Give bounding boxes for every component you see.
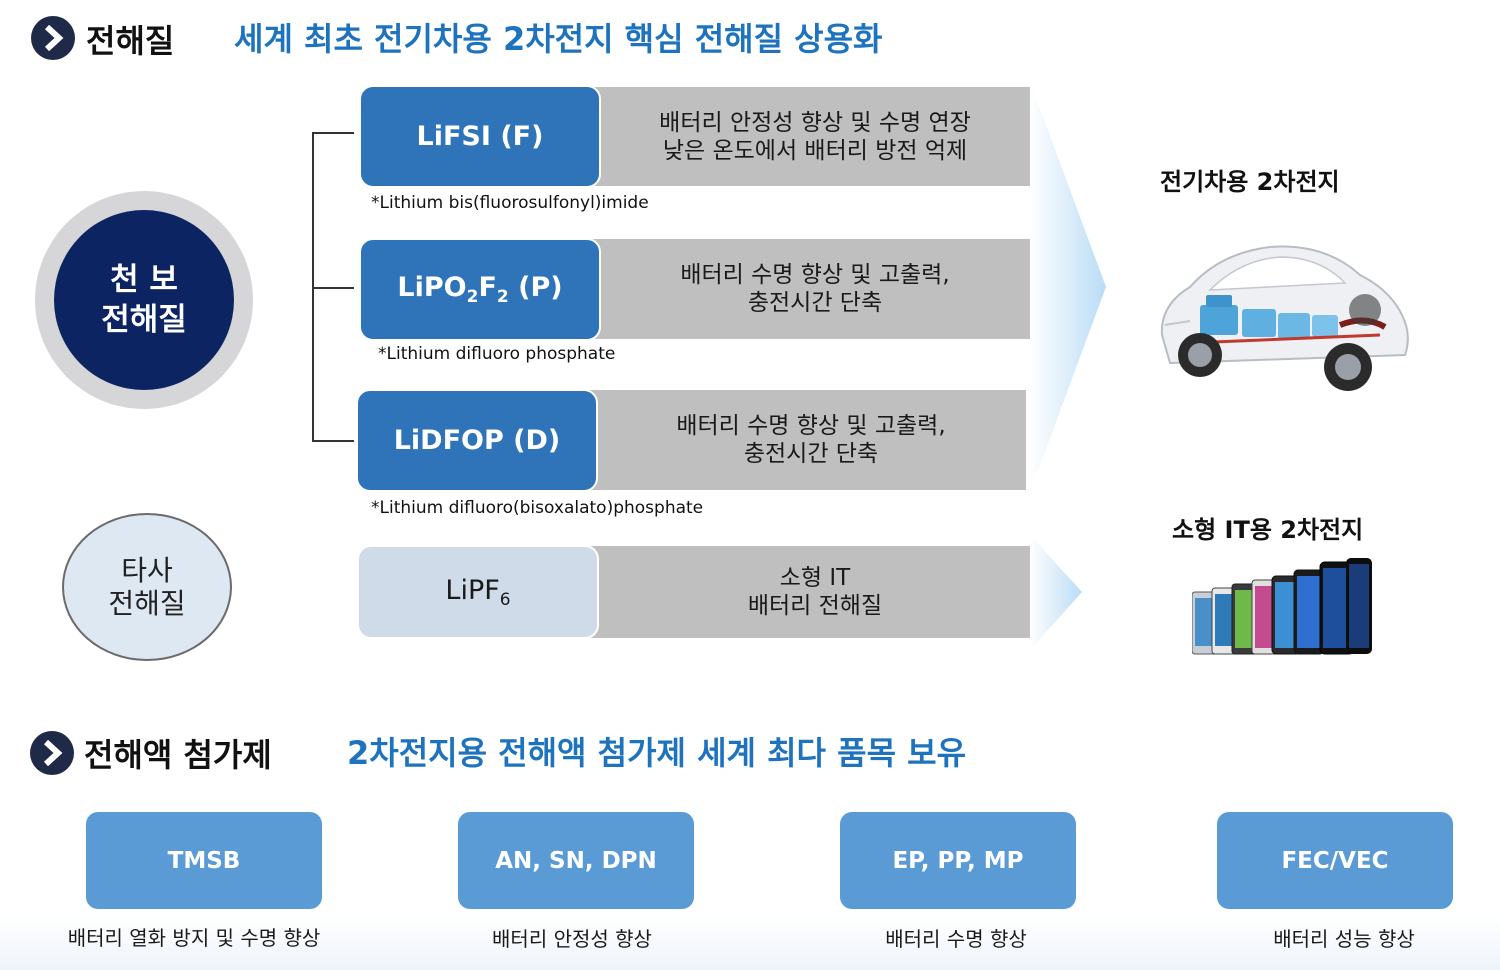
lipo2f2-product-box: LiPO2F2 (P)	[359, 238, 601, 341]
lidfop-description: 배터리 수명 향상 및 고출력, 충전시간 단축	[556, 390, 1026, 490]
bracket-branch-2	[312, 287, 354, 289]
ev-battery-label: 전기차용 2차전지	[1160, 168, 1340, 196]
lipo2f2-product-name: LiPO2F2 (P)	[397, 272, 563, 307]
lifsi-description: 배터리 안정성 향상 및 수명 연장 낮은 온도에서 배터리 방전 억제	[560, 87, 1030, 186]
chunbo-label-line2: 전해질	[101, 302, 187, 338]
lipo2f2-desc-line1: 배터리 수명 향상 및 고출력,	[680, 262, 950, 288]
lipf6-product-name: LiPF6	[445, 574, 511, 610]
other-electrolyte-oval: 타사 전해질	[62, 513, 232, 661]
additive-desc-nitriles: 배터리 안정성 향상	[492, 927, 652, 951]
lifsi-desc-line2: 낮은 온도에서 배터리 방전 억제	[662, 137, 968, 164]
lidfop-product-name: LiDFOP (D)	[393, 425, 561, 456]
section-title-additives: 전해액 첨가제	[84, 736, 272, 774]
chunbo-label-line1: 천 보	[110, 262, 178, 298]
additive-name: TMSB	[167, 847, 241, 874]
other-label-line1: 타사	[121, 554, 173, 587]
lidfop-product-box: LiDFOP (D)	[356, 389, 598, 492]
additive-desc-carbonates: 배터리 성능 향상	[1273, 927, 1415, 951]
bracket-branch-3	[312, 440, 354, 442]
lipf6-desc-line1: 소형 IT	[779, 565, 851, 591]
additive-box-esters: EP, PP, MP	[840, 812, 1076, 909]
additive-desc-esters: 배터리 수명 향상	[885, 927, 1027, 951]
additive-box-tmsb: TMSB	[86, 812, 322, 909]
lipo2f2-chemical-note: *Lithium difluoro phosphate	[378, 344, 616, 364]
electric-car-image	[1160, 245, 1409, 391]
other-label-line2: 전해질	[108, 587, 186, 620]
lipf6-desc-line2: 배터리 전해질	[747, 593, 883, 619]
bottom-gradient-band	[0, 915, 1500, 970]
lipo2f2-desc-line2: 충전시간 단축	[747, 290, 883, 316]
additive-name: FEC/VEC	[1281, 847, 1389, 874]
additive-name: AN, SN, DPN	[495, 847, 657, 874]
section-title-electrolyte: 전해질	[86, 22, 175, 60]
lidfop-desc-line2: 충전시간 단축	[743, 441, 879, 467]
section-subtitle-electrolyte: 세계 최초 전기차용 2차전지 핵심 전해질 상용화	[234, 20, 883, 58]
lipf6-description: 소형 IT 배터리 전해질	[560, 546, 1030, 638]
additive-box-carbonates: FEC/VEC	[1217, 812, 1453, 909]
lifsi-desc-line1: 배터리 안정성 향상 및 수명 연장	[659, 109, 971, 136]
lifsi-product-name: LiFSI (F)	[416, 121, 544, 152]
ev-arrow-icon	[1030, 82, 1106, 492]
lidfop-chemical-note: *Lithium difluoro(bisoxalato)phosphate	[371, 498, 704, 518]
lifsi-chemical-note: *Lithium bis(fluorosulfonyl)imide	[371, 193, 649, 213]
it-arrow-icon	[1030, 535, 1082, 650]
lipo2f2-description: 배터리 수명 향상 및 고출력, 충전시간 단축	[560, 239, 1030, 339]
section-arrow-icon	[31, 16, 75, 60]
lifsi-product-box: LiFSI (F)	[359, 85, 601, 188]
additive-box-nitriles: AN, SN, DPN	[458, 812, 694, 909]
additive-desc-tmsb: 배터리 열화 방지 및 수명 향상	[67, 926, 321, 950]
section-subtitle-additives: 2차전지용 전해액 첨가제 세계 최다 품목 보유	[347, 734, 967, 772]
it-battery-label: 소형 IT용 2차전지	[1172, 516, 1364, 544]
bracket-branch-1	[312, 132, 354, 134]
additive-name: EP, PP, MP	[892, 847, 1024, 874]
smartphones-image	[1192, 558, 1372, 655]
lipf6-product-box: LiPF6	[357, 545, 599, 639]
chunbo-electrolyte-circle: 천 보 전해질	[35, 191, 253, 409]
section-arrow-icon	[30, 731, 74, 775]
lidfop-desc-line1: 배터리 수명 향상 및 고출력,	[676, 413, 946, 439]
